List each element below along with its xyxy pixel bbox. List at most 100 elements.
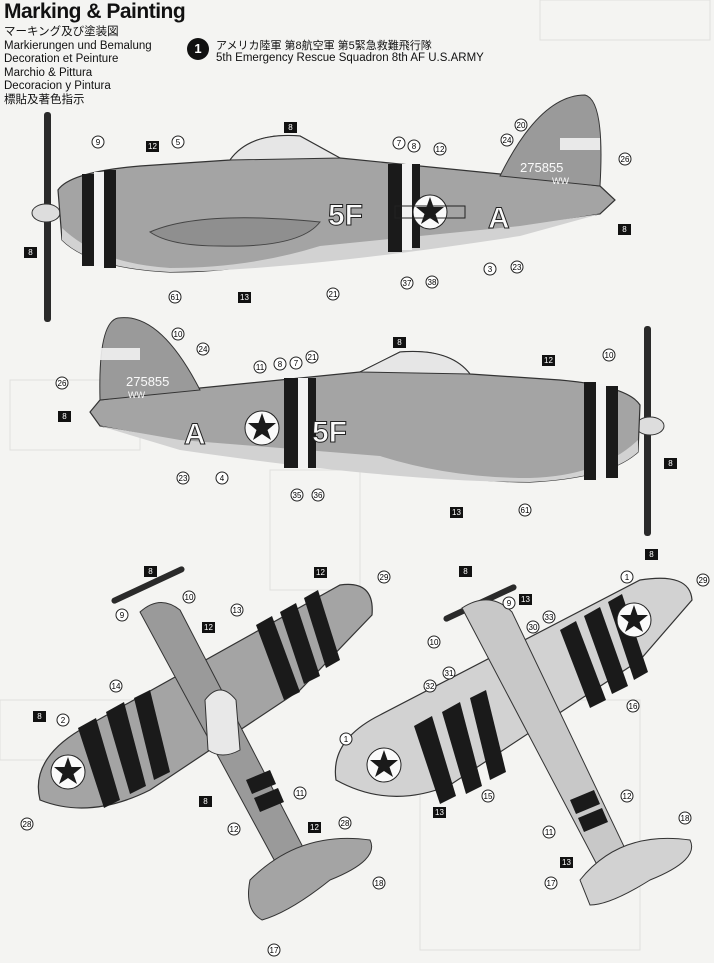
callout-box: 12 bbox=[542, 355, 555, 366]
svg-text:2: 2 bbox=[61, 716, 66, 725]
squadron-code-right: 5F bbox=[312, 416, 347, 449]
callout-circle: 36 bbox=[311, 488, 325, 502]
callout-circle: 8 bbox=[407, 139, 421, 153]
callout-circle: 16 bbox=[626, 699, 640, 713]
language-list: マーキング及び塗装図 Markierungen und Bemalung Dec… bbox=[4, 26, 152, 108]
svg-text:13: 13 bbox=[233, 606, 242, 615]
callout-circle: 1 bbox=[339, 732, 353, 746]
scheme-number-badge: 1 bbox=[187, 38, 209, 60]
callout-box: 13 bbox=[433, 807, 446, 818]
lang-it: Marchio & Pittura bbox=[4, 66, 93, 79]
callout-circle: 7 bbox=[392, 136, 406, 150]
callout-circle: 1 bbox=[620, 570, 634, 584]
svg-text:29: 29 bbox=[380, 573, 389, 582]
callout-box: 13 bbox=[238, 292, 251, 303]
callout-circle: 8 bbox=[273, 357, 287, 371]
svg-text:26: 26 bbox=[58, 379, 67, 388]
svg-text:21: 21 bbox=[308, 353, 317, 362]
svg-text:38: 38 bbox=[428, 278, 437, 287]
svg-text:12: 12 bbox=[310, 823, 319, 832]
callout-box: 8 bbox=[199, 796, 212, 807]
svg-text:10: 10 bbox=[185, 593, 194, 602]
callout-circle: 32 bbox=[423, 679, 437, 693]
svg-text:8: 8 bbox=[668, 459, 673, 468]
svg-text:3: 3 bbox=[488, 265, 493, 274]
callout-box: 8 bbox=[618, 224, 631, 235]
callout-circle: 33 bbox=[542, 610, 556, 624]
callout-circle: 37 bbox=[400, 276, 414, 290]
tail-code-left: WW bbox=[552, 176, 569, 186]
svg-text:13: 13 bbox=[521, 595, 530, 604]
callout-circle: 5 bbox=[171, 135, 185, 149]
svg-text:31: 31 bbox=[445, 669, 454, 678]
callout-circle: 30 bbox=[526, 620, 540, 634]
svg-text:24: 24 bbox=[199, 345, 208, 354]
callout-box: 8 bbox=[58, 411, 71, 422]
svg-text:12: 12 bbox=[230, 825, 239, 834]
svg-text:8: 8 bbox=[463, 567, 468, 576]
callout-circle: 38 bbox=[425, 275, 439, 289]
callout-circle: 7 bbox=[289, 356, 303, 370]
svg-text:18: 18 bbox=[681, 814, 690, 823]
svg-text:23: 23 bbox=[513, 263, 522, 272]
svg-text:8: 8 bbox=[622, 225, 627, 234]
callout-circle: 28 bbox=[20, 817, 34, 831]
callout-box: 8 bbox=[284, 122, 297, 133]
svg-text:8: 8 bbox=[397, 338, 402, 347]
svg-text:23: 23 bbox=[179, 474, 188, 483]
callout-circle: 14 bbox=[109, 679, 123, 693]
callout-box: 12 bbox=[202, 622, 215, 633]
svg-text:37: 37 bbox=[403, 279, 412, 288]
svg-text:17: 17 bbox=[270, 946, 279, 955]
svg-text:13: 13 bbox=[240, 293, 249, 302]
svg-text:9: 9 bbox=[96, 138, 101, 147]
svg-text:12: 12 bbox=[148, 142, 157, 151]
left-side-profile: 5F A 275855 WW bbox=[31, 94, 616, 322]
svg-text:24: 24 bbox=[503, 136, 512, 145]
callout-circle: 61 bbox=[168, 290, 182, 304]
aircraft-letter-left: A bbox=[488, 202, 510, 235]
callout-circle: 13 bbox=[230, 603, 244, 617]
svg-text:8: 8 bbox=[37, 712, 42, 721]
svg-text:5: 5 bbox=[176, 138, 181, 147]
callout-circle: 12 bbox=[227, 822, 241, 836]
svg-text:61: 61 bbox=[521, 506, 530, 515]
callout-circle: 26 bbox=[618, 152, 632, 166]
svg-text:21: 21 bbox=[329, 290, 338, 299]
callout-circle: 15 bbox=[481, 789, 495, 803]
callout-circle: 11 bbox=[293, 786, 307, 800]
squadron-code-left: 5F bbox=[328, 199, 363, 232]
callout-circle: 23 bbox=[510, 260, 524, 274]
callout-circle: 31 bbox=[442, 666, 456, 680]
svg-text:8: 8 bbox=[288, 123, 293, 132]
callout-circle: 29 bbox=[696, 573, 710, 587]
callout-markers: 9 12 5 8 7 8 12 20 24 26 8 8 61 13 21 37… bbox=[20, 118, 710, 957]
callout-circle: 11 bbox=[253, 360, 267, 374]
callout-circle: 12 bbox=[433, 142, 447, 156]
svg-text:30: 30 bbox=[529, 623, 538, 632]
callout-circle: 9 bbox=[115, 608, 129, 622]
svg-text:28: 28 bbox=[23, 820, 32, 829]
callout-circle: 9 bbox=[91, 135, 105, 149]
svg-text:8: 8 bbox=[278, 360, 283, 369]
svg-text:12: 12 bbox=[544, 356, 553, 365]
callout-circle: 26 bbox=[55, 376, 69, 390]
callout-circle: 17 bbox=[544, 876, 558, 890]
svg-text:8: 8 bbox=[62, 412, 67, 421]
top-view bbox=[37, 566, 373, 921]
svg-text:17: 17 bbox=[547, 879, 556, 888]
svg-text:11: 11 bbox=[545, 828, 554, 837]
callout-circle: 24 bbox=[196, 342, 210, 356]
lang-fr: Decoration et Peinture bbox=[4, 53, 119, 66]
svg-text:11: 11 bbox=[296, 789, 305, 798]
callout-circle: 10 bbox=[427, 635, 441, 649]
scheme-title-en: 5th Emergency Rescue Squadron 8th AF U.S… bbox=[216, 52, 484, 64]
callout-box: 8 bbox=[24, 247, 37, 258]
svg-text:29: 29 bbox=[699, 576, 708, 585]
callout-circle: 24 bbox=[500, 133, 514, 147]
callout-box: 8 bbox=[393, 337, 406, 348]
callout-circle: 10 bbox=[171, 327, 185, 341]
svg-text:4: 4 bbox=[220, 474, 225, 483]
callout-circle: 23 bbox=[176, 471, 190, 485]
